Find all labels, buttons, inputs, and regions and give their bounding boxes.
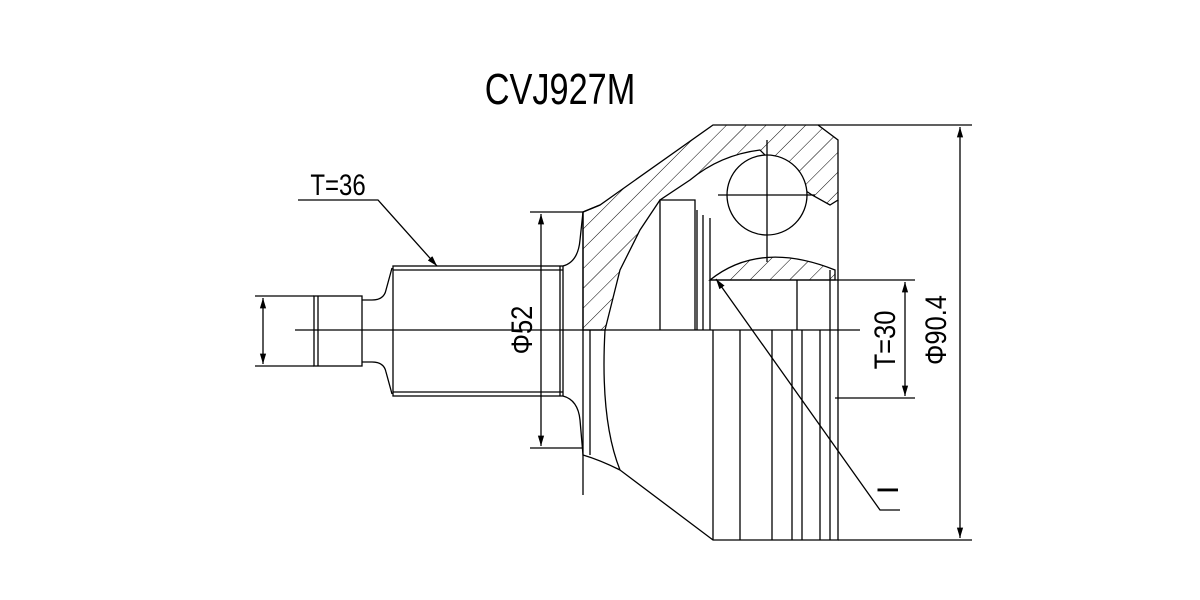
housing-exterior (582, 329, 839, 541)
flange-lower-lines (582, 330, 591, 495)
part-number-title: CVJ927M (485, 65, 636, 114)
inner-race-section (708, 256, 836, 281)
inner-cavity-lines (659, 199, 711, 330)
flange-fillet (562, 204, 601, 456)
t36-leader (298, 199, 438, 267)
t36-label: T=36 (310, 167, 365, 201)
housing-exterior-bands (712, 330, 831, 540)
t30-label: T=30 (868, 311, 901, 370)
housing-section (582, 124, 839, 331)
phi52-label: Φ52 (505, 306, 538, 355)
inner-race-outline (710, 200, 839, 530)
phi90-label: Φ90.4 (919, 295, 952, 365)
stub-neck (362, 267, 393, 395)
shaft-stub (313, 295, 363, 367)
splined-shaft (392, 265, 564, 397)
ring-marker-label: I (872, 486, 905, 494)
ring-leader (715, 278, 900, 511)
